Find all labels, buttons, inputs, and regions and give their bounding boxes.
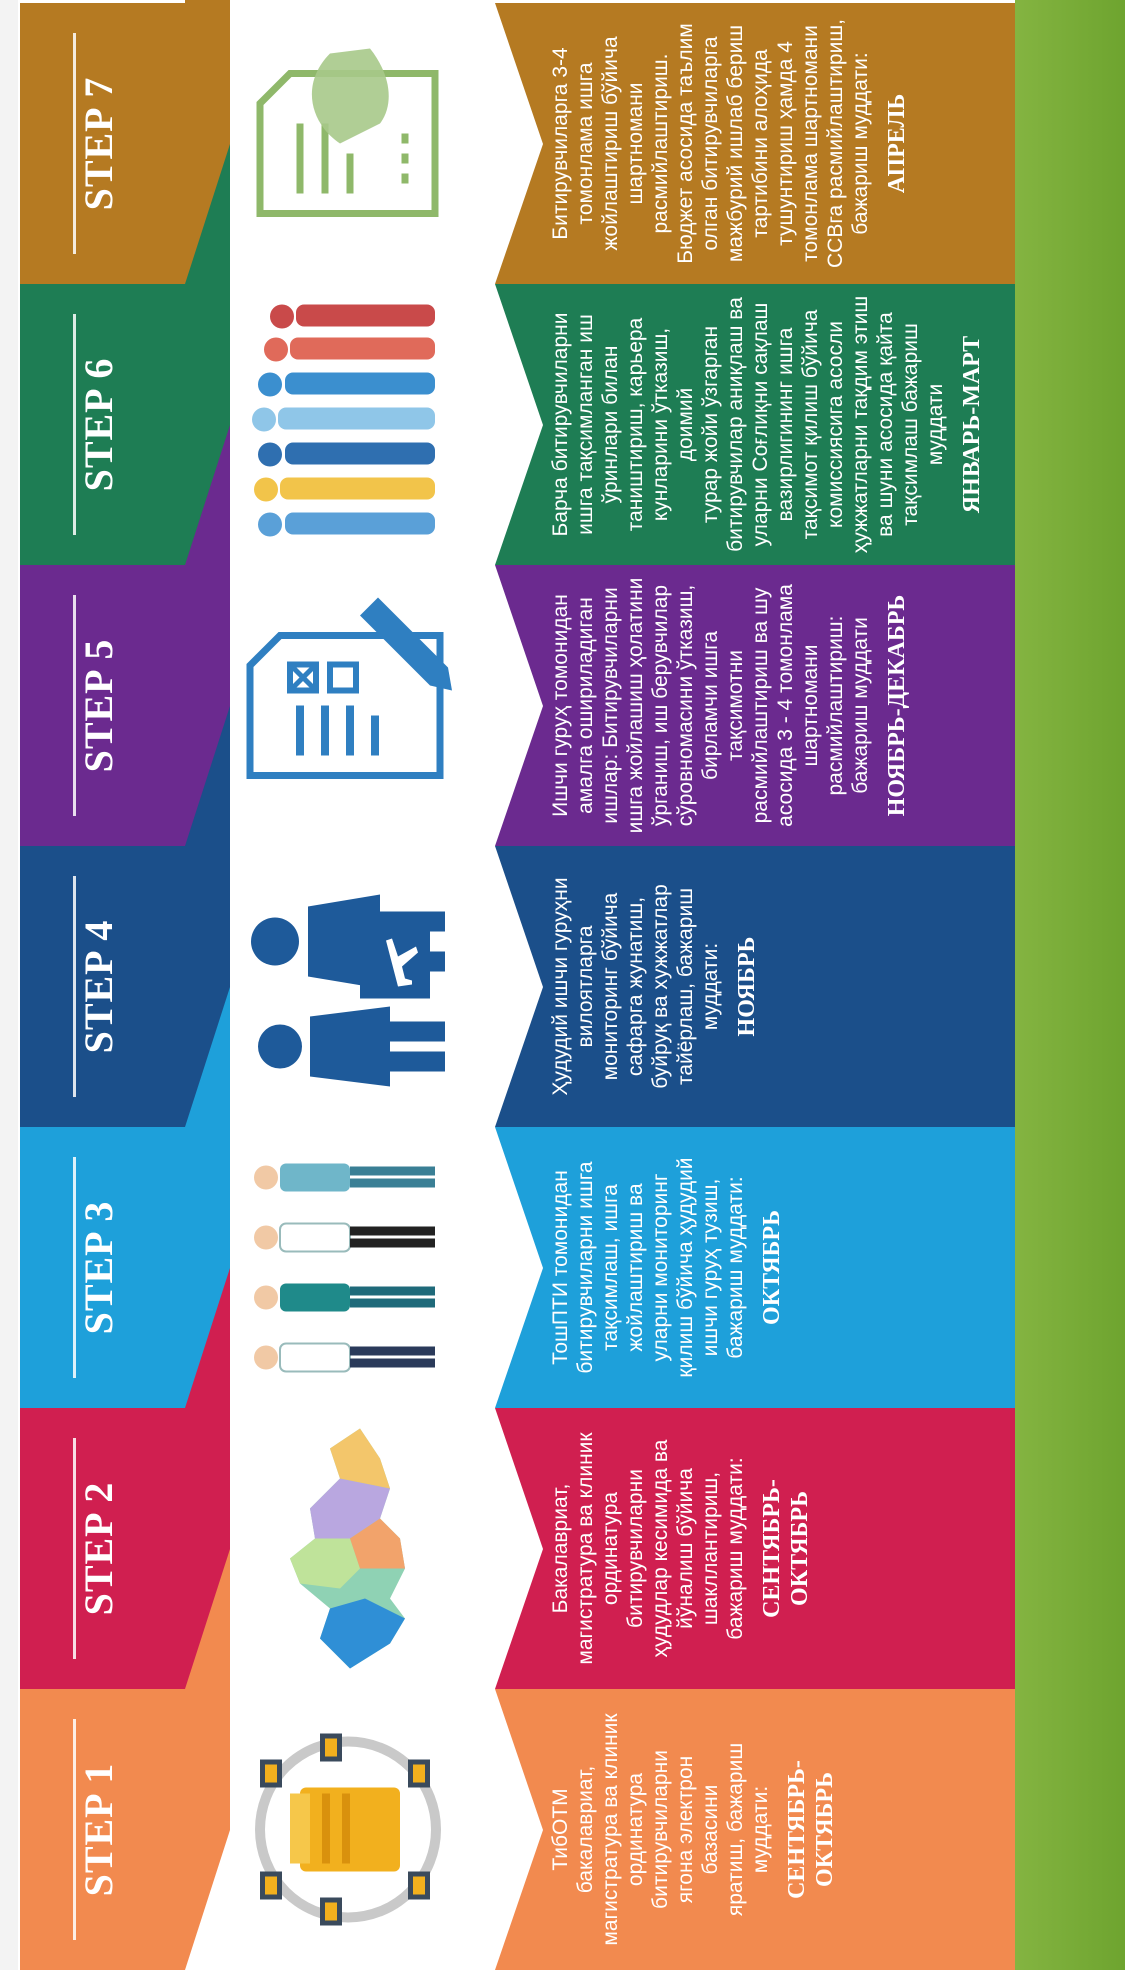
step-column: STEP 7 Битирувчиларга 3-4 томонлама ишга… bbox=[0, 0, 1015, 284]
step-body-notch bbox=[495, 846, 543, 1127]
green-footer-band bbox=[1015, 0, 1125, 1970]
step-header-band: STEP 2 bbox=[20, 1408, 185, 1689]
step-description-text: ТошПТИ томонидан битирувчиларни ишга тақ… bbox=[549, 1157, 747, 1378]
step-title: STEP 2 bbox=[76, 1481, 121, 1616]
step-description-text: ТибОТМ бакалавриат, магистратура ва клин… bbox=[549, 1713, 772, 1946]
step-column: STEP 3 ТошПТИ томонидан битирувчиларни и… bbox=[0, 846, 1015, 1408]
step-header-band: STEP 4 bbox=[20, 846, 185, 1127]
step-body-notch bbox=[495, 1408, 543, 1689]
step-deadline: СЕНТЯБРЬ- ОКТЯБРЬ bbox=[759, 1479, 813, 1618]
step-header-arrow bbox=[185, 0, 230, 284]
step-title: STEP 7 bbox=[76, 76, 121, 211]
step-body-notch bbox=[495, 3, 543, 284]
step-description-text: Битирувчиларга 3-4 томонлама ишга жойлаш… bbox=[549, 18, 872, 269]
checklist-form-icon bbox=[230, 575, 460, 836]
step-description: ТибОТМ бакалавриат, магистратура ва клин… bbox=[548, 1697, 839, 1962]
step-body-notch bbox=[495, 565, 543, 846]
step-title: STEP 3 bbox=[76, 1200, 121, 1335]
uzbekistan-map-icon bbox=[230, 1418, 460, 1679]
step-header-band: STEP 5 bbox=[20, 565, 185, 846]
step-description: Барча битирувчиларни ишга тақсимланган и… bbox=[548, 292, 986, 557]
step-title: STEP 4 bbox=[76, 919, 121, 1054]
step-title: STEP 5 bbox=[76, 638, 121, 773]
step-column: STEP 2 Бакалавриат, магистратура ва клин… bbox=[0, 1127, 1015, 1689]
step-title: STEP 1 bbox=[76, 1762, 121, 1897]
step-description: Ишчи гуруҳ томонидан амалга ошириладиган… bbox=[548, 573, 911, 838]
step-description-text: Ишчи гуруҳ томонидан амалга ошириладиган… bbox=[549, 577, 872, 834]
step-body-notch bbox=[495, 1127, 543, 1408]
step-deadline: ОКТЯБРЬ bbox=[759, 1210, 785, 1325]
step-deadline: НОЯБРЬ-ДЕКАБРЬ bbox=[884, 594, 910, 817]
contract-handshake-icon bbox=[230, 13, 460, 274]
step-deadline: НОЯБРЬ bbox=[734, 936, 760, 1037]
step-header-band: STEP 3 bbox=[20, 1127, 185, 1408]
step-description: ТошПТИ томонидан битирувчиларни ишга тақ… bbox=[548, 1135, 786, 1400]
step-description-text: Ҳудудий ишчи гуруҳни вилоятларга монитор… bbox=[549, 877, 722, 1096]
step-header-band: STEP 7 bbox=[20, 3, 185, 284]
step-header-band: STEP 6 bbox=[20, 284, 185, 565]
step-column: STEP 6 Барча битирувчиларни ишга тақсимл… bbox=[0, 3, 1015, 565]
step-description: Бакалавриат, магистратура ва клиник орди… bbox=[548, 1416, 814, 1681]
medical-team-icon bbox=[230, 1137, 460, 1398]
step-column: STEP 1 ТибОТМ бакалавриат, магистратура … bbox=[0, 1408, 1015, 1970]
step-column: STEP 5 Ишчи гуруҳ томонидан амалга ошири… bbox=[0, 284, 1015, 846]
step-deadline: АПРЕЛЬ bbox=[884, 93, 910, 194]
step-deadline: СЕНТЯБРЬ- ОКТЯБРЬ bbox=[784, 1760, 838, 1899]
step-body-notch bbox=[495, 284, 543, 565]
step-deadline: ЯНВАРЬ-МАРТ bbox=[959, 335, 985, 514]
business-trip-icon bbox=[230, 856, 460, 1117]
step-description-text: Барча битирувчиларни ишга тақсимланган и… bbox=[549, 295, 947, 554]
step-title: STEP 6 bbox=[76, 357, 121, 492]
step-description-text: Бакалавриат, магистратура ва клиник орди… bbox=[549, 1432, 747, 1665]
database-network-icon bbox=[230, 1699, 460, 1960]
step-body-notch bbox=[495, 1689, 543, 1970]
step-header-band: STEP 1 bbox=[20, 1689, 185, 1970]
step-description: Битирувчиларга 3-4 томонлама ишга жойлаш… bbox=[548, 11, 911, 276]
step-column: STEP 4 Ҳудудий ишчи гуруҳни вилоятларга … bbox=[0, 565, 1015, 1127]
people-group-icon bbox=[230, 294, 460, 555]
step-description: Ҳудудий ишчи гуруҳни вилоятларга монитор… bbox=[548, 854, 761, 1119]
